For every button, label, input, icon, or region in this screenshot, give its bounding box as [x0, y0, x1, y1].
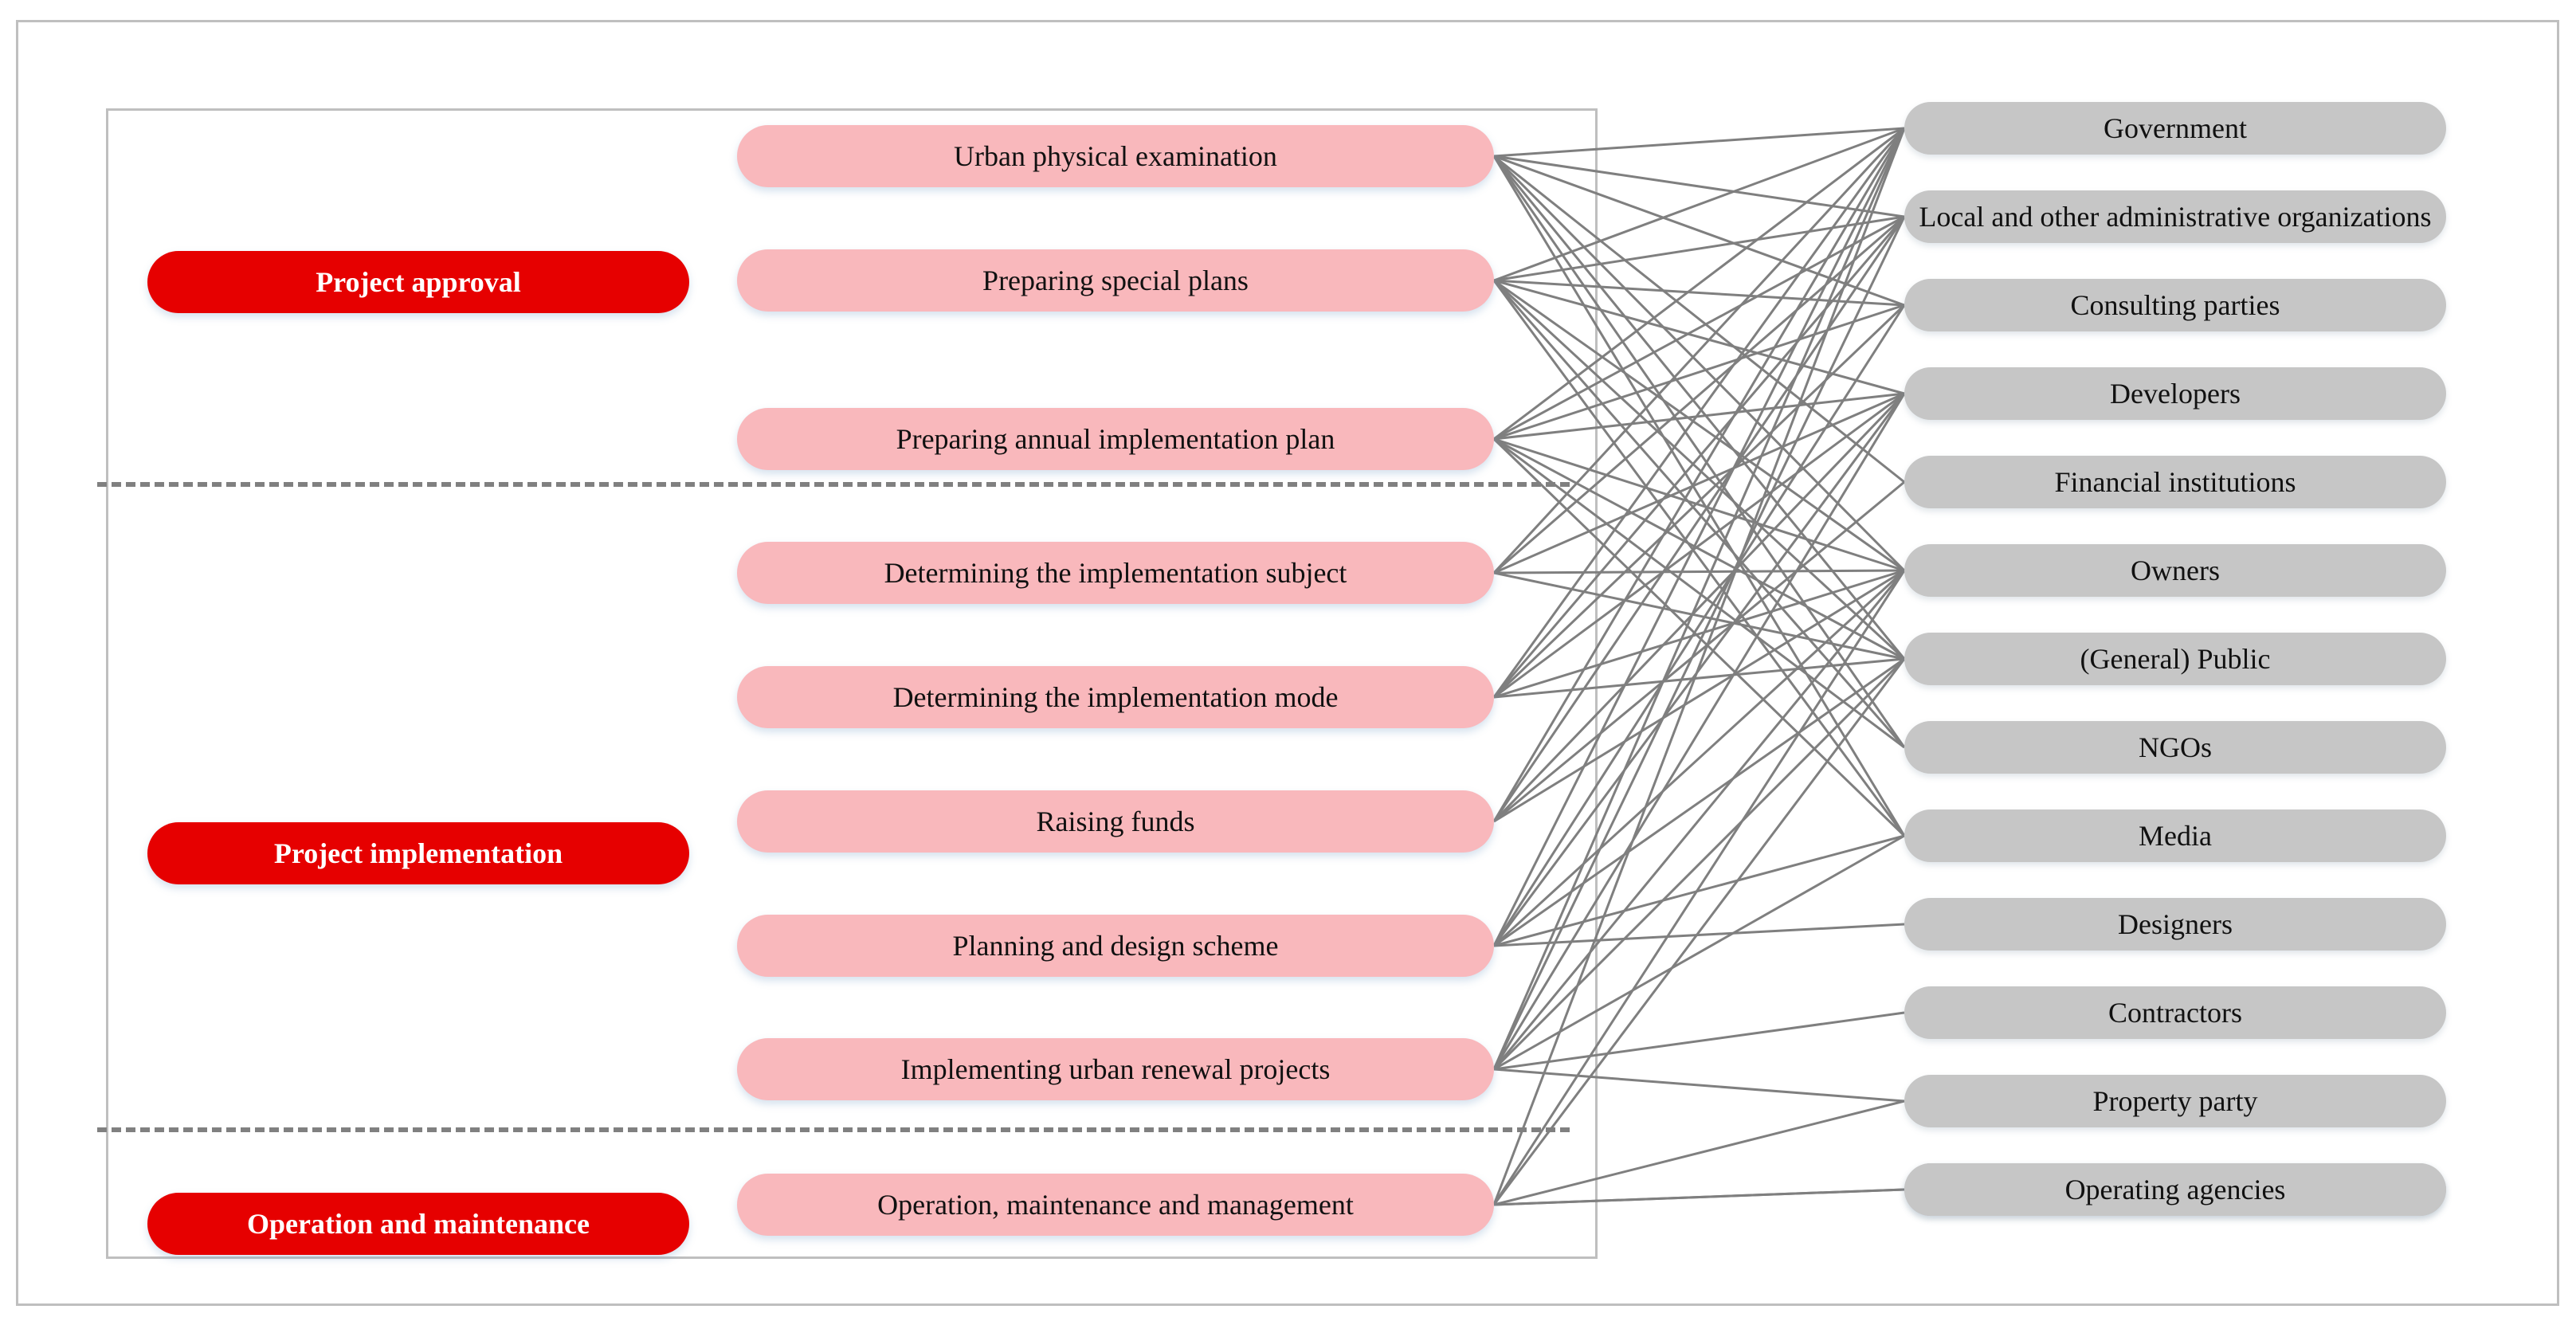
- activity-a4[interactable]: Determining the implementation subject: [737, 542, 1494, 604]
- stakeholder-s2[interactable]: Local and other administrative organizat…: [1904, 190, 2446, 243]
- phase-divider-2: [97, 1127, 1570, 1132]
- activity-a5[interactable]: Determining the implementation mode: [737, 666, 1494, 728]
- stakeholder-s10[interactable]: Designers: [1904, 898, 2446, 951]
- stakeholder-s11[interactable]: Contractors: [1904, 986, 2446, 1039]
- activity-a8[interactable]: Implementing urban renewal projects: [737, 1038, 1494, 1100]
- activity-a6[interactable]: Raising funds: [737, 790, 1494, 853]
- stakeholder-s1[interactable]: Government: [1904, 102, 2446, 155]
- stakeholder-s3[interactable]: Consulting parties: [1904, 279, 2446, 331]
- stakeholder-s8[interactable]: NGOs: [1904, 721, 2446, 774]
- stakeholder-s12[interactable]: Property party: [1904, 1075, 2446, 1127]
- stakeholder-s7[interactable]: (General) Public: [1904, 633, 2446, 685]
- stakeholder-s9[interactable]: Media: [1904, 810, 2446, 862]
- phase-divider-1: [97, 482, 1570, 487]
- activity-a1[interactable]: Urban physical examination: [737, 125, 1494, 187]
- phase-approval[interactable]: Project approval: [147, 251, 689, 313]
- activity-a9[interactable]: Operation, maintenance and management: [737, 1174, 1494, 1236]
- activity-a7[interactable]: Planning and design scheme: [737, 915, 1494, 977]
- stakeholder-s6[interactable]: Owners: [1904, 544, 2446, 597]
- activity-a2[interactable]: Preparing special plans: [737, 249, 1494, 312]
- activity-a3[interactable]: Preparing annual implementation plan: [737, 408, 1494, 470]
- phase-operation[interactable]: Operation and maintenance: [147, 1193, 689, 1255]
- stakeholder-s5[interactable]: Financial institutions: [1904, 456, 2446, 508]
- stakeholder-s13[interactable]: Operating agencies: [1904, 1163, 2446, 1216]
- phase-implementation[interactable]: Project implementation: [147, 822, 689, 884]
- stakeholder-s4[interactable]: Developers: [1904, 367, 2446, 420]
